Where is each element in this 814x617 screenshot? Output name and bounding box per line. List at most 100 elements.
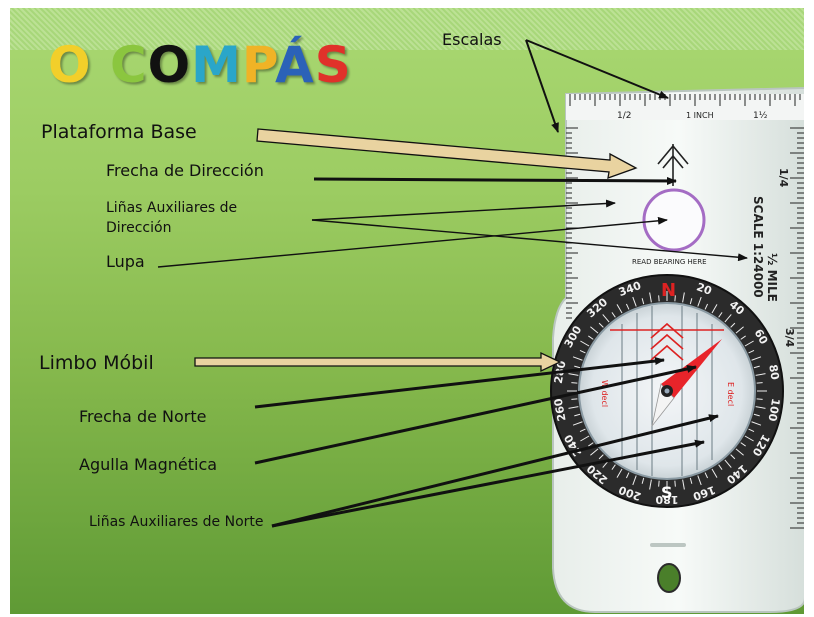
bezel-tick xyxy=(571,398,578,400)
bezel-tick xyxy=(602,314,610,323)
mile-text: ½ MILE xyxy=(765,253,779,302)
top-pattern-band xyxy=(10,8,804,50)
magnifier-lens xyxy=(642,188,706,252)
bezel-tick xyxy=(704,303,709,310)
title-letter: Á xyxy=(274,36,315,94)
bezel-tick xyxy=(718,464,723,470)
bezel-tick xyxy=(588,335,594,340)
bezel-tick xyxy=(611,464,616,470)
bezel-tick xyxy=(748,349,755,354)
bezel-tick xyxy=(625,472,630,479)
bezel-tick xyxy=(740,335,746,340)
label-frecha-direccion: Frecha de Dirección xyxy=(106,161,264,180)
bezel-tick xyxy=(724,459,732,468)
bezel-number: 180 xyxy=(655,493,678,506)
bezel-tick xyxy=(735,326,744,334)
bezel-tick xyxy=(730,322,736,328)
bezel-tick xyxy=(649,292,652,303)
bezel-tick xyxy=(658,480,660,487)
bezel-tick xyxy=(580,340,590,347)
bezel-tick xyxy=(682,292,685,303)
label-escalas: Escalas xyxy=(442,30,502,49)
orienting-arrow xyxy=(610,322,724,361)
bezel-tick xyxy=(649,479,652,490)
bezel-tick xyxy=(579,428,586,433)
bezel-tick xyxy=(641,298,645,305)
label-frecha-norte: Frecha de Norte xyxy=(79,407,207,426)
bezel-tick xyxy=(711,304,718,314)
lanyard-hole xyxy=(657,563,681,593)
bezel-number: 80 xyxy=(766,363,782,381)
ruler-ticks-left xyxy=(566,127,578,319)
bezel-tick xyxy=(674,480,676,487)
read-bearing-text: READ BEARING HERE xyxy=(632,258,707,266)
bezel-tick xyxy=(689,477,693,484)
bezel-tick xyxy=(740,442,746,447)
bezel-tick xyxy=(730,454,736,460)
label-plataforma-base: Plataforma Base xyxy=(41,121,197,143)
west-decl-label: W decl xyxy=(600,380,609,407)
bezel-tick xyxy=(571,382,578,384)
bezel-tick xyxy=(574,365,581,369)
page-title: O COMPÁS xyxy=(48,36,352,94)
bezel-tick xyxy=(744,340,754,347)
bezel-tick xyxy=(682,479,685,490)
bezel-tick xyxy=(574,413,581,417)
bezel-tick xyxy=(590,326,599,334)
bezel-tick xyxy=(572,356,583,361)
bezel-tick xyxy=(751,421,762,426)
east-decl-label: E decl xyxy=(726,382,735,406)
label-linas-aux-norte: Liñas Auxiliares de Norte xyxy=(89,514,264,530)
bezel-tick xyxy=(753,365,760,369)
bezel-tick xyxy=(568,373,579,376)
title-letter: S xyxy=(314,36,352,94)
bezel-tick xyxy=(632,296,637,307)
bezel-tick xyxy=(625,303,630,310)
ruler-one-half-label: 1½ xyxy=(753,111,768,121)
title-letter xyxy=(92,36,110,94)
bezel-tick xyxy=(598,322,604,328)
title-letter: P xyxy=(241,36,275,94)
bezel-tick xyxy=(572,421,583,426)
title-letter: O xyxy=(147,36,192,94)
bezel-tick xyxy=(598,454,604,460)
bezel-tick xyxy=(744,435,754,442)
bezel-tick xyxy=(590,448,599,456)
limbo-mobil-arrow xyxy=(194,351,562,373)
plataforma-base-arrow xyxy=(256,128,638,179)
bezel-tick xyxy=(748,428,755,433)
ruler-ticks-top xyxy=(569,94,801,106)
quarter-mark-label: 1/4 xyxy=(777,168,790,188)
ruler-ticks-right xyxy=(790,127,804,529)
title-letter: M xyxy=(191,36,242,94)
bezel-tick xyxy=(641,477,645,484)
bezel-tick xyxy=(697,475,702,486)
slot-mark xyxy=(650,543,686,547)
bezel-tick xyxy=(751,356,762,361)
bezel-tick xyxy=(756,382,763,384)
bezel-tick xyxy=(579,349,586,354)
bezel-tick xyxy=(632,475,637,486)
bezel-tick xyxy=(718,312,723,318)
pointer-lines xyxy=(157,39,748,528)
bezel-number: 20 xyxy=(695,280,714,298)
compass-diagram: 1/2 1 INCH 1½ 1/4 3/4 SCALE 1:24000 ½ MI… xyxy=(157,39,804,613)
bezel-tick xyxy=(611,312,616,318)
bezel-tick xyxy=(580,435,590,442)
south-letter: S xyxy=(661,483,673,502)
bezel-tick xyxy=(674,295,676,302)
bezel-number: 260 xyxy=(552,397,569,422)
bezel-tick xyxy=(755,373,766,376)
title-letter: O xyxy=(48,36,92,94)
label-agulla-magnetica: Agulla Magnética xyxy=(79,455,218,474)
bezel-tick xyxy=(756,398,763,400)
bezel-tick xyxy=(658,295,660,302)
bezel-tick xyxy=(616,468,623,478)
title-letter: C xyxy=(109,36,148,94)
bezel-tick xyxy=(588,442,594,447)
slide-background: 1/2 1 INCH 1½ 1/4 3/4 SCALE 1:24000 ½ MI… xyxy=(10,8,804,614)
bezel-tick xyxy=(711,468,718,478)
north-letter: N xyxy=(661,280,676,301)
bezel-ticks xyxy=(567,291,767,491)
